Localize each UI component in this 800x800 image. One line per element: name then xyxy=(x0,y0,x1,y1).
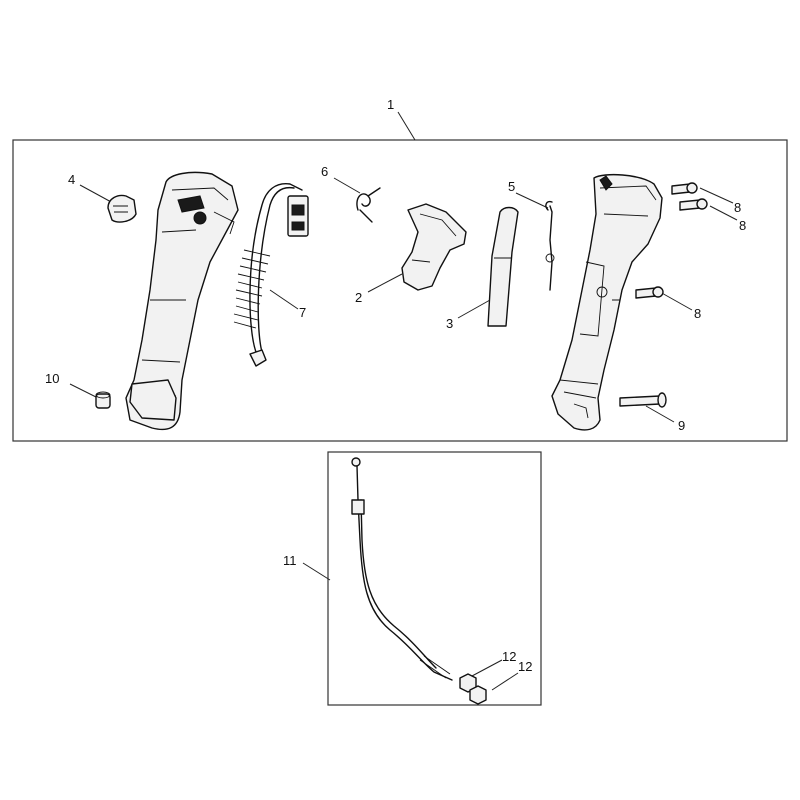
part-2-trigger xyxy=(401,203,467,291)
leader-lines xyxy=(69,111,738,691)
part-6-torsion-spring xyxy=(356,187,381,223)
part-9-pin xyxy=(619,392,667,408)
part-10-bushing xyxy=(95,391,111,409)
callout-8a: 8 xyxy=(734,200,741,215)
part-4-cap xyxy=(107,194,137,223)
assembly-frame xyxy=(12,139,788,442)
part-3-lever xyxy=(487,206,519,327)
left-handle-housing xyxy=(125,171,239,431)
callout-7: 7 xyxy=(299,305,306,320)
callout-4: 4 xyxy=(68,172,75,187)
callout-8c: 8 xyxy=(694,306,701,321)
callout-8b: 8 xyxy=(739,218,746,233)
callout-9: 9 xyxy=(678,418,685,433)
callout-12b: 12 xyxy=(518,659,532,674)
callout-5: 5 xyxy=(508,179,515,194)
part-12-nuts xyxy=(459,673,487,705)
callout-labels: 1 2 3 4 5 6 7 8 8 8 9 10 11 12 12 xyxy=(45,97,746,674)
part-8-screws xyxy=(635,182,708,299)
callout-3: 3 xyxy=(446,316,453,331)
right-handle-housing xyxy=(551,173,663,431)
callout-2: 2 xyxy=(355,290,362,305)
callout-6: 6 xyxy=(321,164,328,179)
part-5-wire-spring xyxy=(545,200,555,291)
callout-10: 10 xyxy=(45,371,59,386)
callout-1: 1 xyxy=(387,97,394,112)
part-11-cable xyxy=(351,457,453,681)
callout-12a: 12 xyxy=(502,649,516,664)
callout-11: 11 xyxy=(283,553,297,568)
part-7-switch-spring xyxy=(233,183,309,367)
